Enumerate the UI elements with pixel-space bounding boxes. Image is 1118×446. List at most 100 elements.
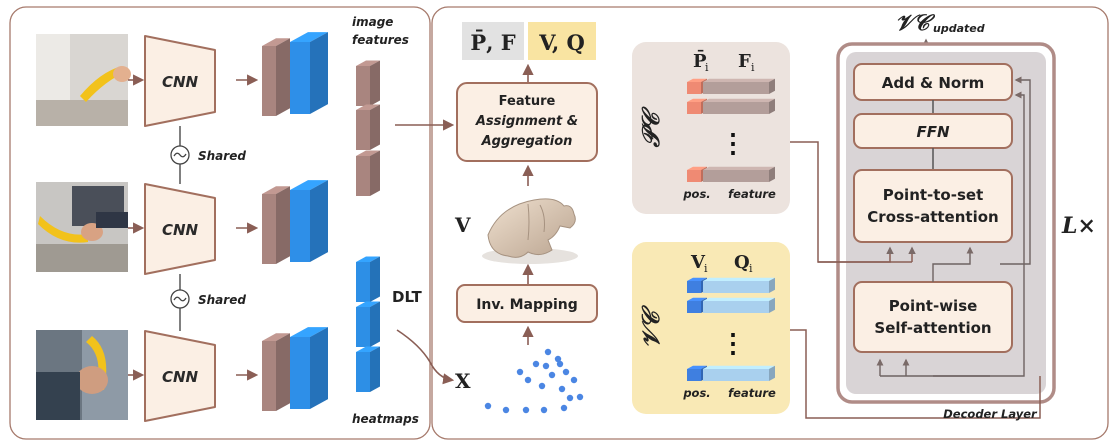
hand-mesh-icon — [482, 198, 578, 264]
hand-holding-banana-photo-3 — [36, 330, 128, 420]
hand-holding-banana-photo-1 — [36, 34, 131, 126]
point-5 — [548, 371, 556, 379]
self-attention-block: Point-wise Self-attention — [853, 281, 1013, 353]
pc-pos-label: pos. — [682, 187, 710, 201]
point-6 — [562, 368, 570, 376]
heatmap-slab-3 — [356, 346, 380, 392]
point-12 — [484, 402, 492, 410]
x-label: X — [455, 369, 471, 393]
cnn-block-1: CNN — [144, 35, 216, 127]
point-17 — [576, 393, 584, 401]
header-vq-box — [528, 22, 596, 60]
point-13 — [502, 406, 510, 414]
cross-attn-line2: Cross-attention — [867, 208, 998, 226]
self-attn-line2: Self-attention — [874, 319, 991, 337]
right-panel — [431, 6, 1109, 440]
point-4 — [516, 368, 524, 376]
point-7 — [570, 376, 578, 384]
point-2 — [554, 355, 562, 363]
vc-feature-token-1 — [703, 277, 775, 293]
feature-box-line3: Aggregation — [481, 134, 573, 149]
dlt-label: DLT — [392, 288, 423, 306]
pc-panel: 𝒫𝒞 P̄ i F i ⋮ pos. feature — [632, 42, 790, 214]
pc-feature-token-2 — [703, 98, 775, 114]
pc-dots: ⋮ — [720, 129, 746, 159]
heatmaps-label: heatmaps — [352, 412, 419, 426]
heatmap-slab-1 — [356, 256, 380, 302]
self-attn-line1: Point-wise — [889, 297, 978, 315]
repeat-label: L× — [1061, 213, 1096, 239]
ffn-label: FFN — [916, 123, 949, 141]
header-vq-text: V, Q — [538, 30, 585, 55]
hand-holding-banana-photo-2 — [36, 182, 128, 272]
vc-feature-token-2 — [703, 297, 775, 313]
feature-map-blue-2 — [290, 180, 328, 262]
feature-assignment-box: Feature Assignment & Aggregation — [456, 82, 598, 162]
feature-map-brown-1 — [262, 38, 290, 116]
decoder-title-main: 𝒱𝒞 — [895, 10, 935, 36]
feature-map-brown-2 — [262, 186, 290, 264]
cnn-label-2: CNN — [162, 221, 199, 239]
point-9 — [538, 382, 546, 390]
feature-map-blue-1 — [290, 32, 328, 114]
decoder-connectors — [876, 76, 1031, 377]
image-feature-slab-3 — [356, 150, 380, 196]
add-norm-label: Add & Norm — [882, 74, 985, 92]
image-feature-slabs — [356, 60, 380, 196]
vc-dots: ⋮ — [720, 329, 746, 359]
image-features-label-line2: features — [352, 33, 409, 47]
point-cloud — [484, 348, 584, 414]
vc-pos-label: pos. — [682, 386, 710, 400]
vc-label: 𝒱𝒞 — [636, 305, 665, 349]
point-3 — [532, 360, 540, 368]
pc-col1-label: P̄ — [693, 50, 707, 72]
shared-label-1: Shared — [198, 149, 246, 163]
pc-col1-sub: i — [705, 61, 709, 74]
heatmap-slab-2 — [356, 301, 380, 347]
decoder-title-sub: updated — [933, 22, 985, 35]
vc-col1-sub: i — [704, 262, 708, 275]
image-features-label-line1: image — [352, 15, 393, 29]
v-label: V — [454, 213, 471, 237]
image-feature-slab-2 — [356, 104, 380, 150]
vc-feature-token-3 — [703, 365, 775, 381]
add-norm-block: Add & Norm — [853, 63, 1013, 101]
point-19 — [556, 360, 564, 368]
decoder-layer-label: Decoder Layer — [943, 407, 1038, 421]
vc-col2-sub: i — [749, 262, 753, 275]
point-14 — [522, 406, 530, 414]
cnn-block-2: CNN — [144, 183, 216, 275]
cnn-block-3: CNN — [144, 330, 216, 422]
tilde-circle-icon — [170, 289, 190, 309]
heatmap-slabs — [356, 256, 380, 392]
cnn-label-1: CNN — [162, 73, 199, 91]
vc-to-self-attn-line — [790, 329, 1041, 419]
header-pf-box — [462, 22, 524, 60]
vc-panel: 𝒱𝒞 V i Q i ⋮ pos. feature — [632, 242, 790, 414]
point-10 — [558, 385, 566, 393]
image-feature-slab-1 — [356, 60, 380, 106]
vc-col1-label: V — [690, 252, 706, 273]
point-18 — [542, 362, 550, 370]
vc-feature-label: feature — [728, 386, 776, 400]
pc-label: 𝒫𝒞 — [636, 106, 665, 148]
vc-tokens — [687, 277, 775, 381]
tilde-circle-icon — [170, 145, 190, 165]
pc-col2-label: F — [738, 51, 751, 72]
inv-mapping-box: Inv. Mapping — [456, 284, 598, 323]
feature-box-line1: Feature — [499, 94, 556, 109]
point-8 — [524, 376, 532, 384]
point-16 — [560, 404, 568, 412]
pc-feature-token-1 — [703, 78, 775, 94]
header-pf-text: P̄, F — [470, 30, 515, 55]
point-1 — [544, 348, 552, 356]
pc-tokens — [687, 78, 775, 182]
ffn-block: FFN — [853, 113, 1013, 149]
vc-col2-label: Q — [734, 252, 750, 273]
pc-col2-sub: i — [751, 61, 755, 74]
point-15 — [540, 406, 548, 414]
cross-attention-block: Point-to-set Cross-attention — [853, 169, 1013, 243]
feature-map-blue-3 — [290, 327, 328, 409]
point-11 — [566, 394, 574, 402]
